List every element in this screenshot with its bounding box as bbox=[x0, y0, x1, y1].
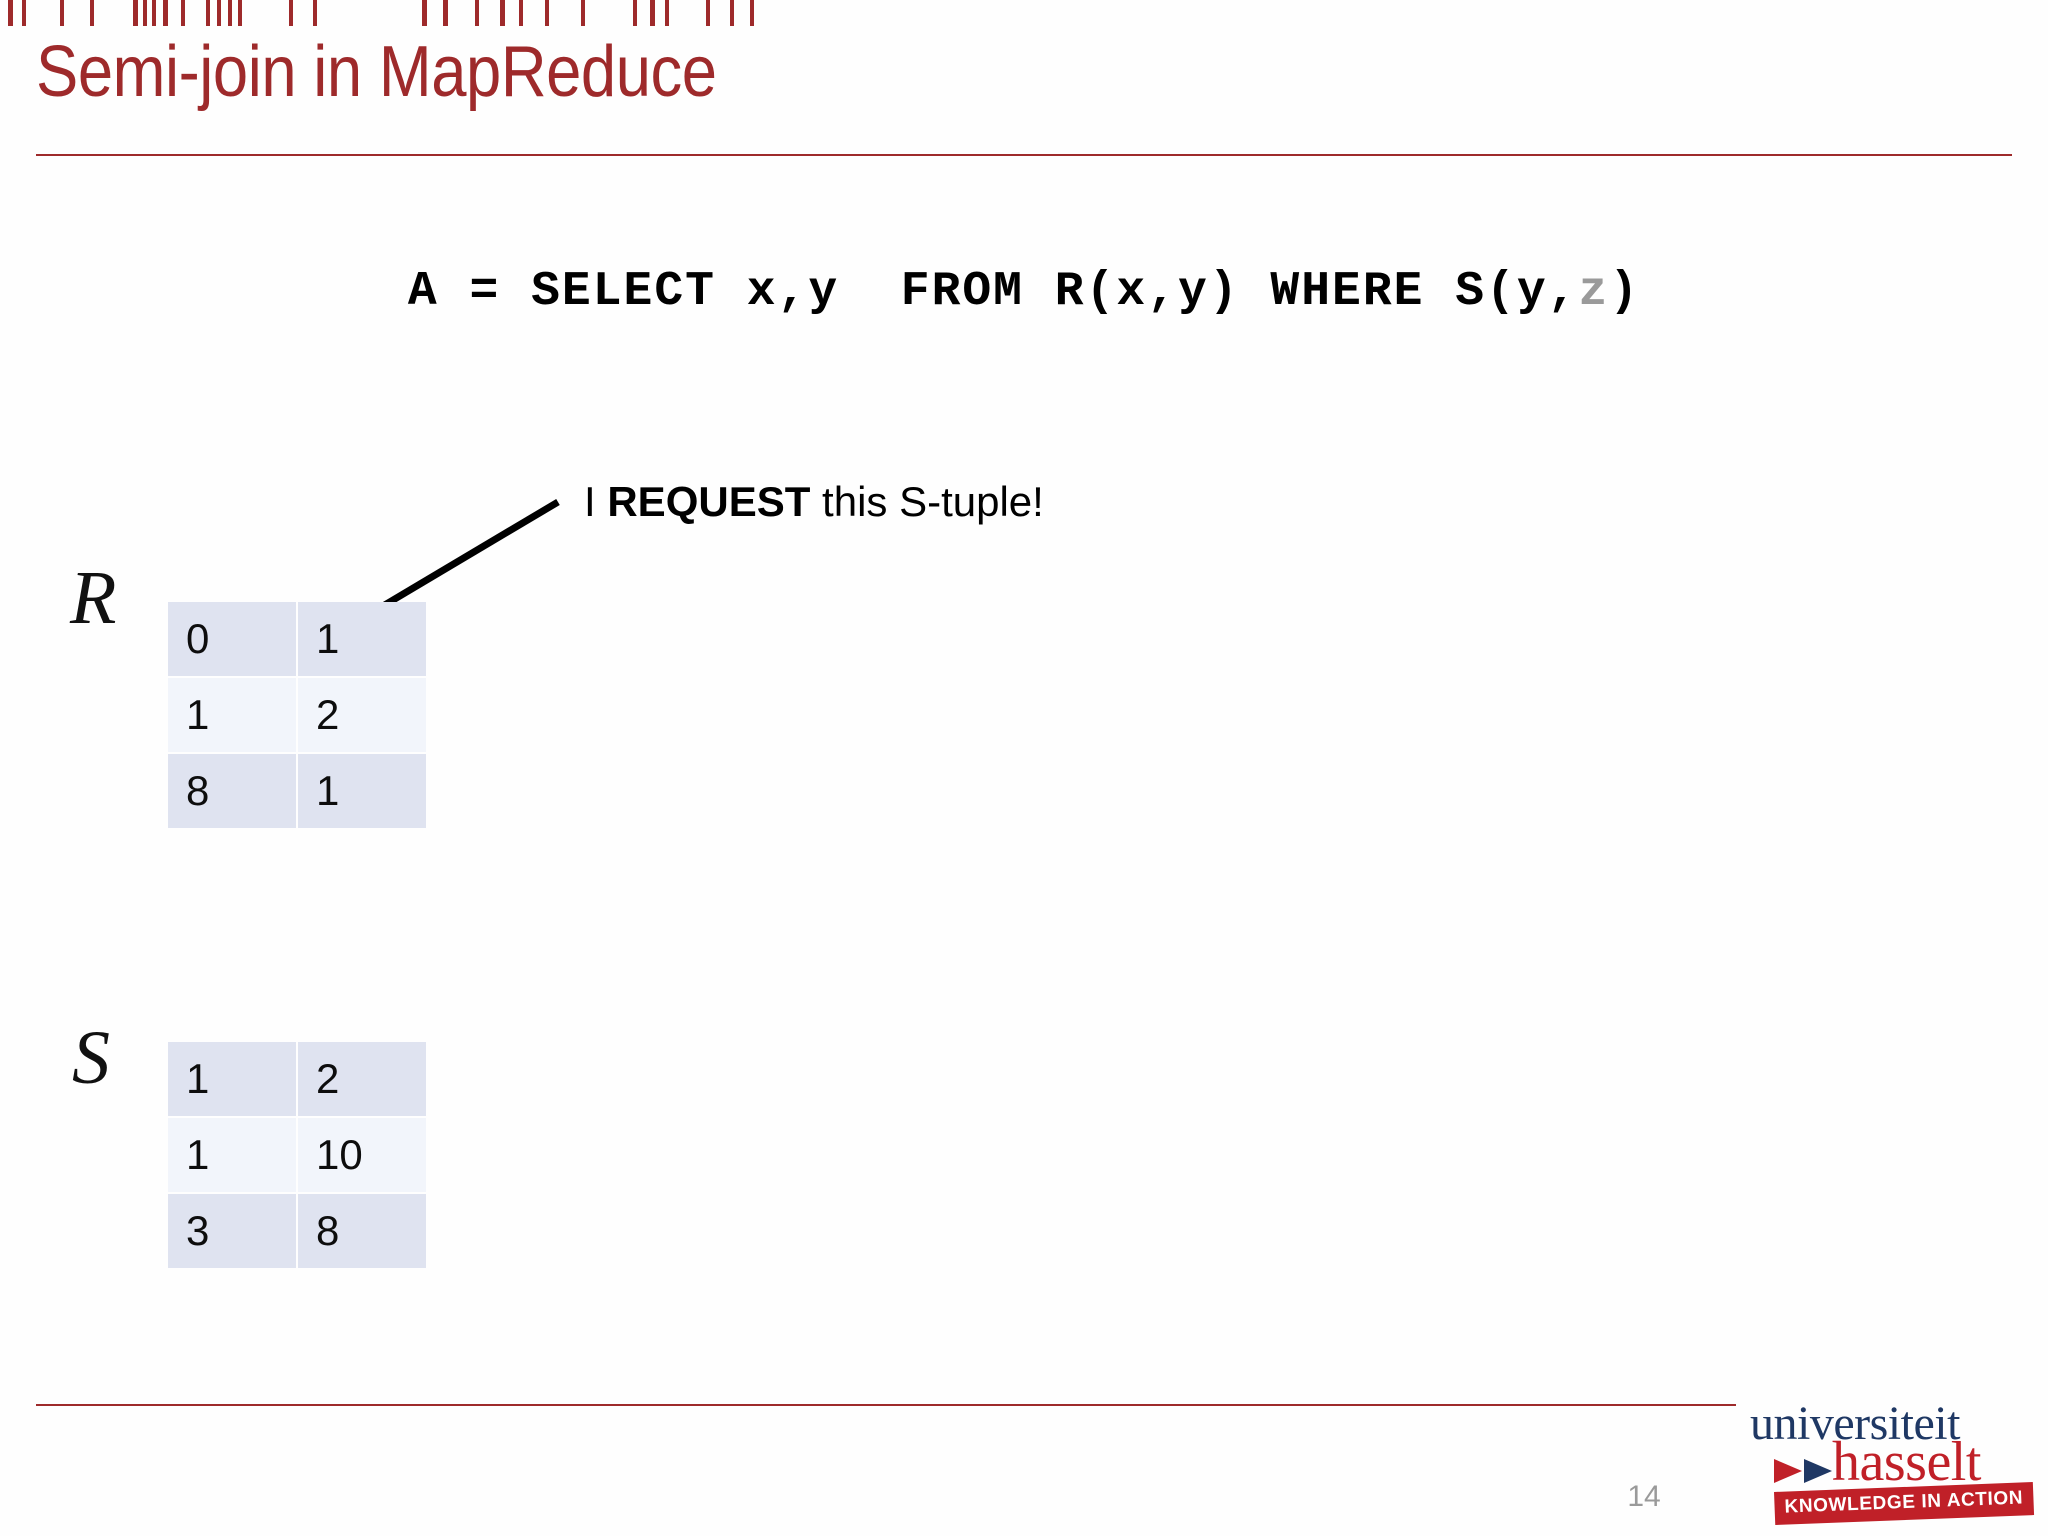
barcode-bar bbox=[665, 0, 669, 26]
page-title: Semi-join in MapReduce bbox=[36, 32, 717, 112]
table-cell: 2 bbox=[298, 1042, 426, 1116]
footer-divider bbox=[36, 1404, 1736, 1406]
table-row: 1 10 bbox=[168, 1118, 426, 1192]
sql-statement: A = SELECT x,y FROM R(x,y) WHERE S(y,z) bbox=[0, 265, 2048, 319]
table-cell: 8 bbox=[168, 754, 296, 828]
table-cell: 10 bbox=[298, 1118, 426, 1192]
barcode-bar bbox=[730, 0, 734, 26]
callout-emphasis: REQUEST bbox=[607, 478, 811, 525]
barcode-bar bbox=[8, 0, 13, 26]
relation-table-R: 0 1 1 2 8 1 bbox=[166, 600, 428, 830]
table-cell: 0 bbox=[168, 602, 296, 676]
relation-label-S: S bbox=[72, 1016, 110, 1100]
logo-text-universiteit: universiteit bbox=[1750, 1397, 1960, 1450]
relation-table-S: 1 2 1 10 3 8 bbox=[166, 1040, 428, 1270]
table-row: 0 1 bbox=[168, 602, 426, 676]
barcode-bar bbox=[181, 0, 185, 26]
sql-suffix: ) bbox=[1609, 265, 1641, 319]
table-cell: 8 bbox=[298, 1194, 426, 1268]
barcode-bar bbox=[228, 0, 232, 26]
table-row: 8 1 bbox=[168, 754, 426, 828]
table-cell: 2 bbox=[298, 678, 426, 752]
barcode-bar bbox=[60, 0, 64, 26]
barcode-bar bbox=[22, 0, 26, 26]
barcode-bar bbox=[133, 0, 138, 26]
barcode-bar bbox=[581, 0, 585, 26]
barcode-bar bbox=[313, 0, 317, 26]
barcode-bar bbox=[650, 0, 655, 26]
table-cell: 1 bbox=[168, 1042, 296, 1116]
table-cell: 1 bbox=[168, 678, 296, 752]
barcode-bar bbox=[143, 0, 147, 26]
table-cell: 1 bbox=[168, 1118, 296, 1192]
table-row: 3 8 bbox=[168, 1194, 426, 1268]
barcode-bar bbox=[422, 0, 427, 26]
table-cell: 3 bbox=[168, 1194, 296, 1268]
barcode-bar bbox=[475, 0, 479, 26]
barcode-bar bbox=[706, 0, 710, 26]
sql-dim-token: z bbox=[1578, 265, 1610, 319]
barcode-bar bbox=[500, 0, 505, 26]
sql-prefix: A = SELECT x,y FROM R(x,y) WHERE S(y, bbox=[407, 265, 1579, 319]
relation-label-R: R bbox=[70, 556, 117, 640]
barcode-bar bbox=[163, 0, 168, 26]
universiteit-hasselt-logo: universiteit hasselt KNOWLEDGE IN ACTION bbox=[1722, 1396, 2034, 1526]
barcode-decoration bbox=[0, 0, 754, 26]
barcode-bar bbox=[443, 0, 448, 26]
logo-tagline-banner: KNOWLEDGE IN ACTION bbox=[1774, 1482, 2034, 1525]
callout-tail: this S-tuple! bbox=[810, 478, 1044, 525]
barcode-bar bbox=[633, 0, 637, 26]
title-divider bbox=[36, 154, 2012, 156]
barcode-bar bbox=[545, 0, 549, 26]
callout-lead: I bbox=[584, 478, 608, 525]
barcode-bar bbox=[217, 0, 221, 26]
table-cell: 1 bbox=[298, 754, 426, 828]
table-row: 1 2 bbox=[168, 678, 426, 752]
barcode-bar bbox=[90, 0, 94, 26]
barcode-bar bbox=[519, 0, 523, 26]
barcode-bar bbox=[238, 0, 242, 26]
logo-arrows-icon bbox=[1774, 1459, 1832, 1483]
barcode-bar bbox=[152, 0, 156, 26]
table-row: 1 2 bbox=[168, 1042, 426, 1116]
request-callout: I REQUEST this S-tuple! bbox=[584, 478, 1044, 526]
logo-text-hasselt: hasselt bbox=[1832, 1431, 1981, 1493]
barcode-bar bbox=[289, 0, 293, 26]
page-number: 14 bbox=[1627, 1480, 1661, 1513]
barcode-bar bbox=[206, 0, 210, 26]
barcode-bar bbox=[750, 0, 754, 26]
table-cell: 1 bbox=[298, 602, 426, 676]
